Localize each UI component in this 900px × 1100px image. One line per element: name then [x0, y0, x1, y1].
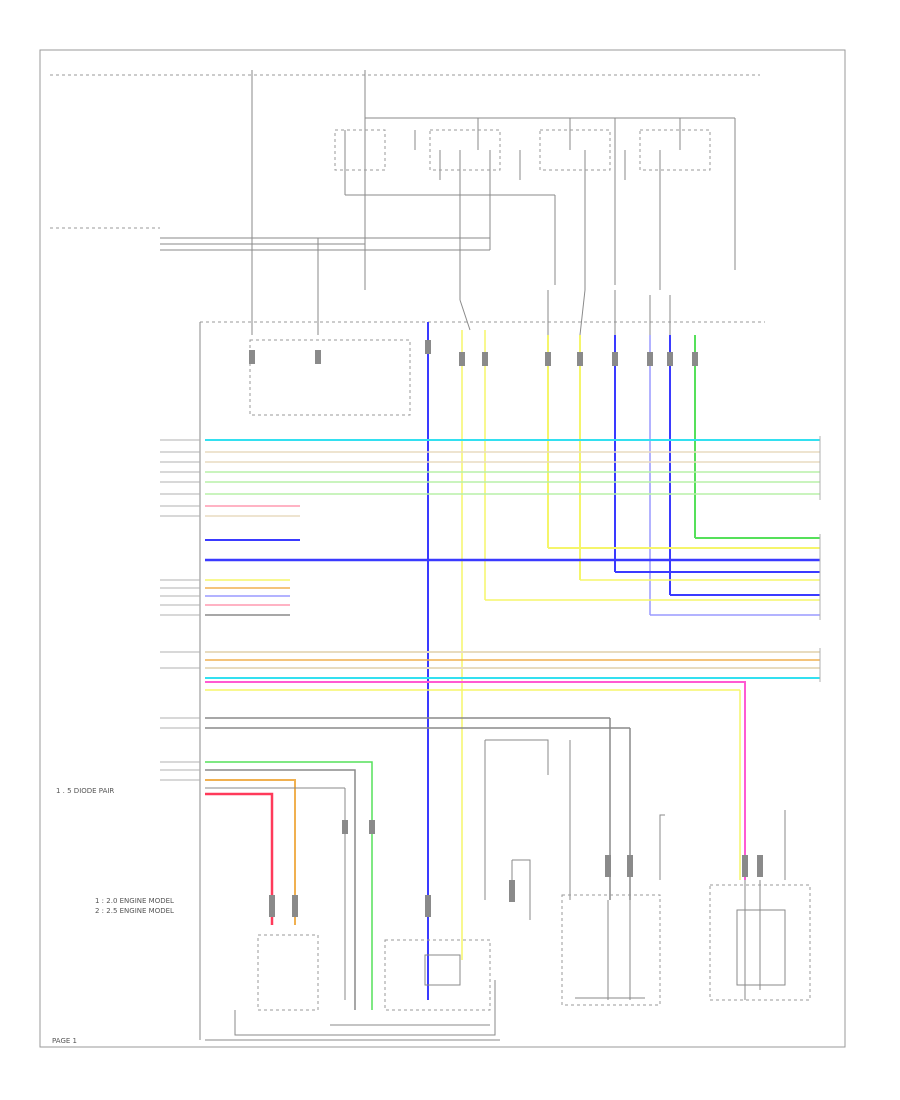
connector-marks — [249, 340, 763, 917]
gray-wiring-top — [50, 70, 736, 336]
diode-pair-label: 1 . 5 DIODE PAIR — [56, 787, 114, 795]
pin-stubs — [160, 439, 200, 781]
colored-vertical-wires — [427, 322, 696, 1000]
fuse-relay-block — [709, 884, 811, 1001]
bottom-components — [257, 884, 811, 1011]
colored-horizontal-wires — [205, 439, 820, 1010]
sensor-module-center — [384, 939, 491, 1011]
diagram-frame — [39, 49, 846, 1048]
gray-wiring-bottom — [199, 322, 786, 1041]
switch-block — [424, 954, 461, 986]
notes-line-1: 1 : 2.0 ENGINE MODEL — [95, 897, 174, 905]
page-reference: PAGE 1 — [52, 1037, 77, 1045]
notes-line-2: 2 : 2.5 ENGINE MODEL — [95, 907, 174, 915]
sub-module-box — [249, 339, 411, 416]
power-control-module — [561, 894, 661, 1006]
sensor-module-left — [257, 934, 319, 1011]
